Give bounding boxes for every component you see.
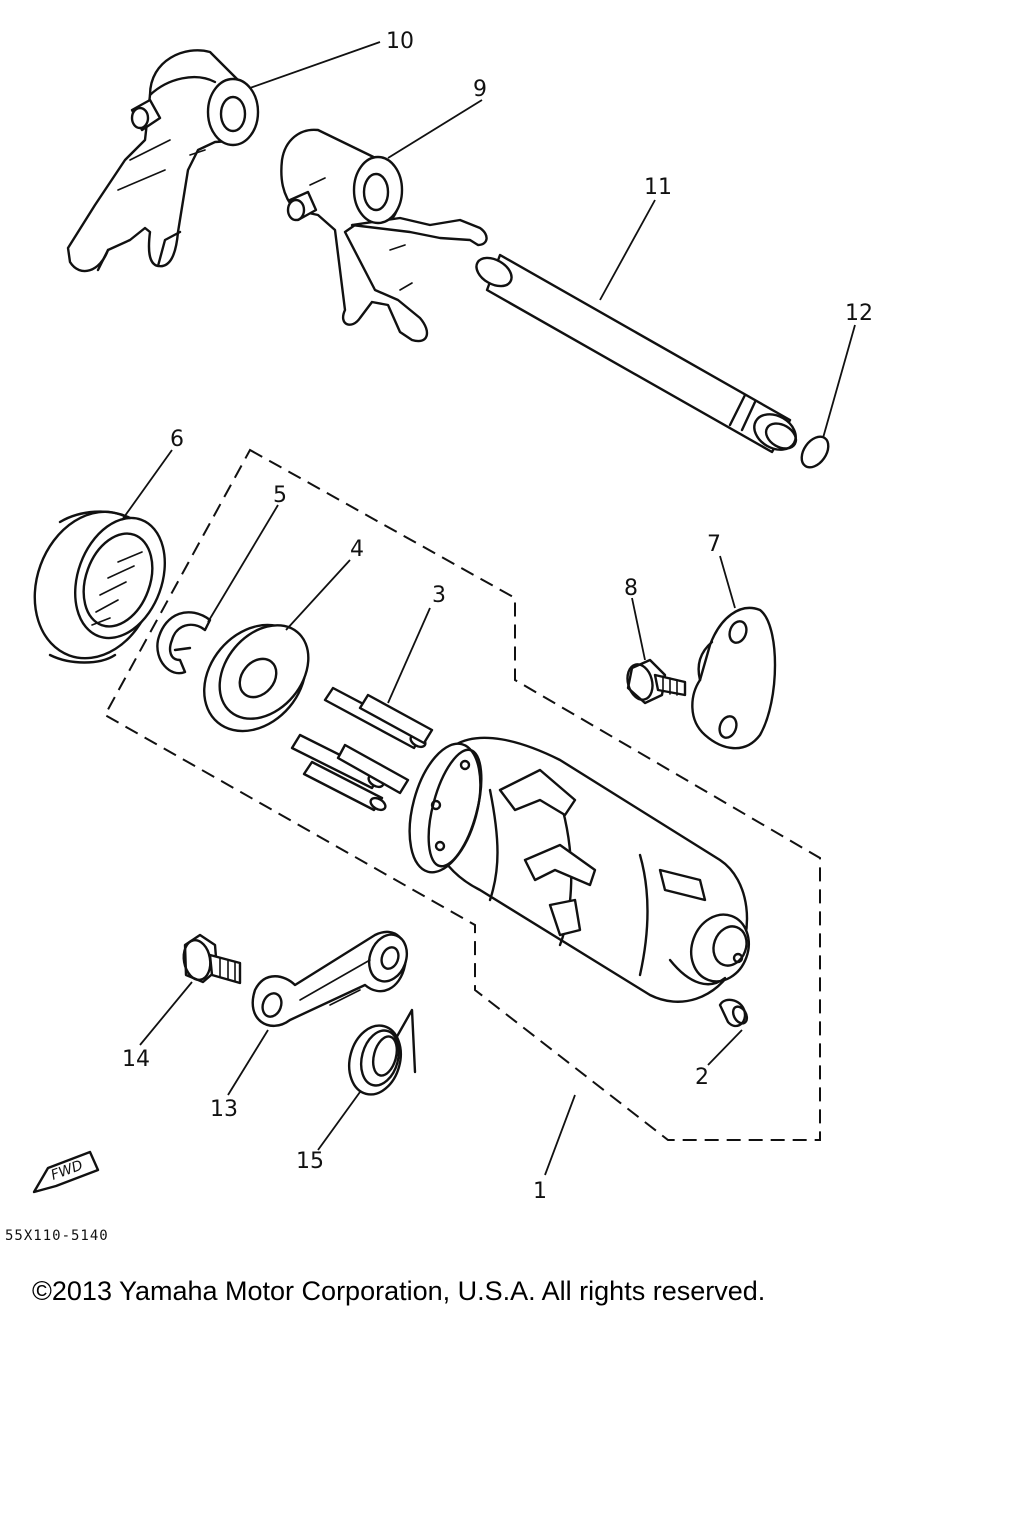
callout-13: 13 — [210, 1097, 238, 1122]
assembly-outline-1 — [103, 448, 821, 1141]
bolt-8 — [626, 658, 687, 705]
shift-fork-9 — [280, 128, 488, 343]
callout-6: 6 — [170, 427, 184, 452]
callout-7: 7 — [707, 532, 721, 557]
callout-11: 11 — [644, 175, 672, 200]
pins-3 — [290, 686, 434, 812]
callout-10: 10 — [386, 29, 414, 54]
torsion-spring-15 — [348, 1008, 417, 1096]
shift-drum-1 — [408, 736, 750, 1003]
callout-1: 1 — [533, 1179, 547, 1204]
copyright-notice: ©2013 Yamaha Motor Corporation, U.S.A. A… — [32, 1276, 766, 1306]
fwd-label: FWD — [49, 1157, 85, 1183]
washer-4 — [203, 623, 310, 733]
callout-8: 8 — [624, 576, 638, 601]
callout-labels: 10 9 11 12 6 5 4 3 7 8 2 1 14 13 15 — [122, 29, 873, 1204]
parts-diagram: 10 9 11 12 6 5 4 3 7 8 2 1 14 13 15 FWD … — [5, 29, 873, 1244]
diagram-code: 55X110-5140 — [5, 1228, 109, 1244]
stopper-lever-13 — [251, 930, 409, 1028]
leader-lines — [121, 41, 856, 1176]
forward-direction-marker: FWD — [32, 1150, 100, 1194]
pin-2 — [718, 998, 749, 1028]
callout-3: 3 — [432, 583, 446, 608]
arrow-icon — [32, 1150, 100, 1194]
callout-5: 5 — [273, 483, 287, 508]
callout-9: 9 — [473, 77, 487, 102]
shift-fork-shaft-11 — [475, 253, 798, 454]
shift-fork-10 — [66, 49, 260, 273]
callout-12: 12 — [845, 301, 873, 326]
bearing-6 — [33, 510, 167, 664]
bolt-14 — [182, 933, 242, 985]
callout-14: 14 — [122, 1047, 150, 1072]
stopper-plate-7 — [691, 606, 777, 750]
circlip-12 — [800, 435, 830, 469]
callout-15: 15 — [296, 1149, 324, 1174]
e-clip-5 — [156, 611, 212, 675]
callout-4: 4 — [350, 537, 364, 562]
callout-2: 2 — [695, 1065, 709, 1090]
